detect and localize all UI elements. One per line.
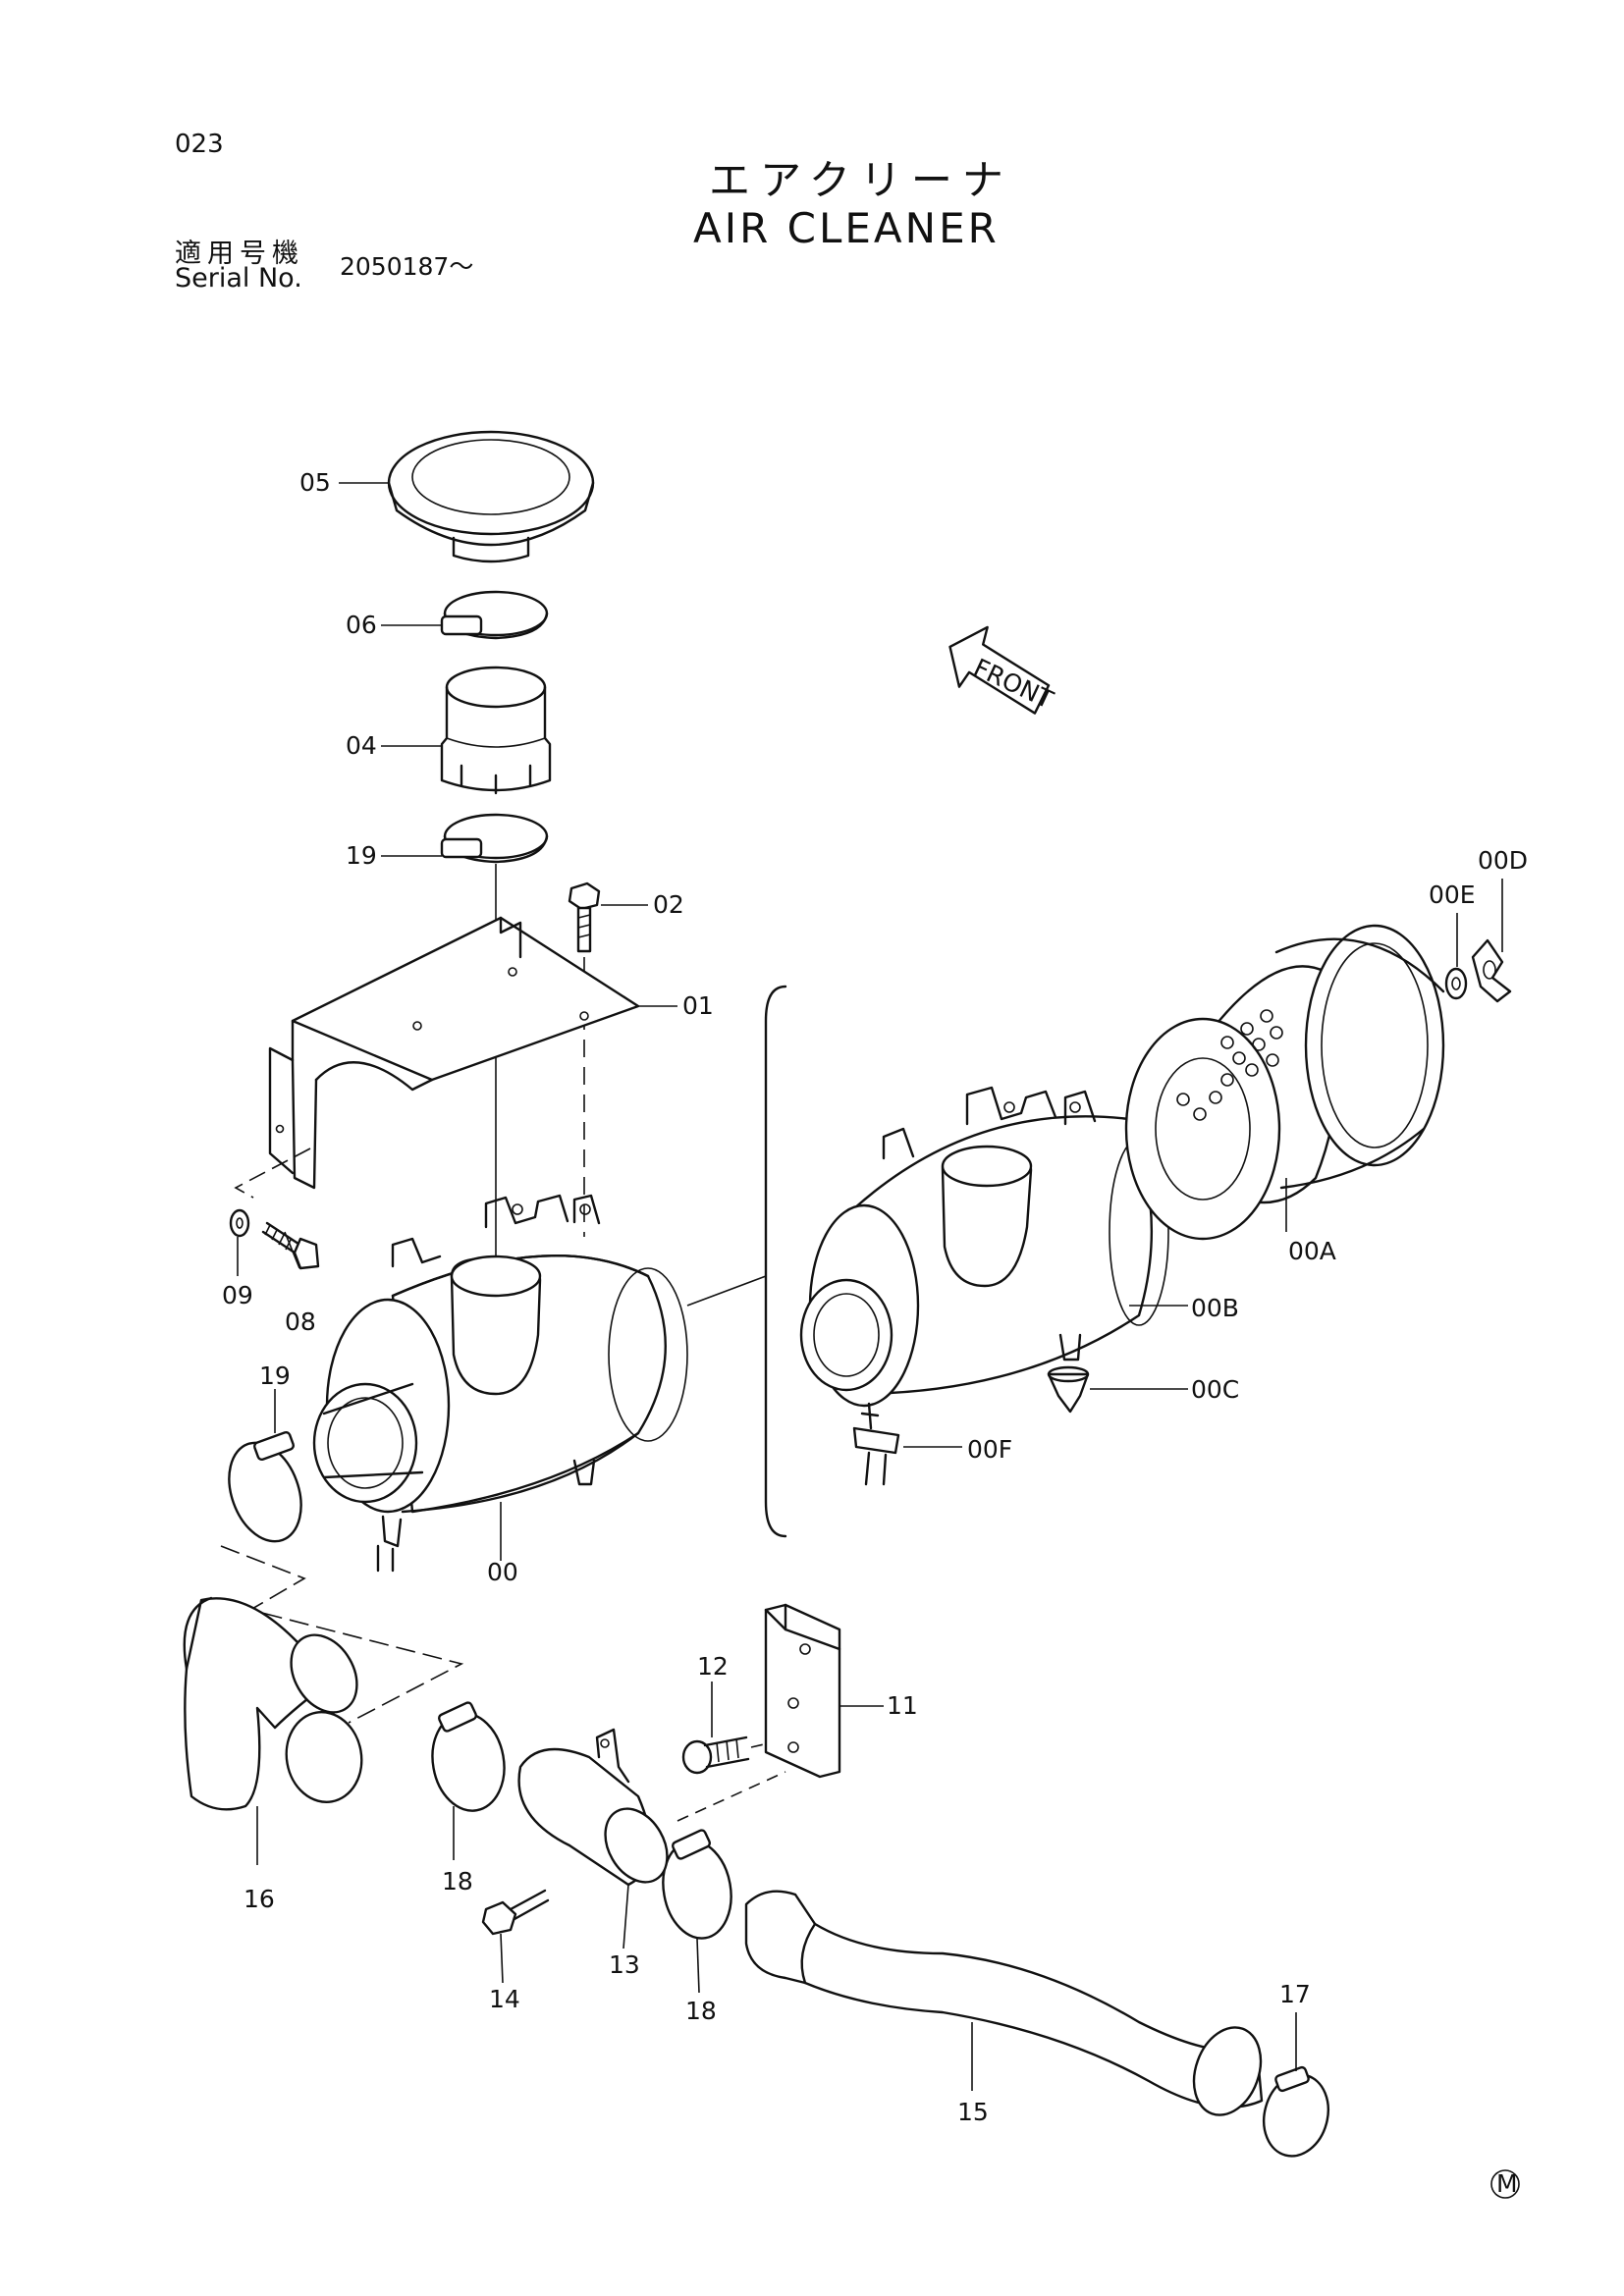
callout-18-left: 18 — [442, 1867, 473, 1896]
callout-13: 13 — [609, 1950, 640, 1979]
callout-00e: 00E — [1429, 881, 1476, 909]
callout-16: 16 — [244, 1885, 275, 1913]
part-09-washer — [229, 1208, 250, 1238]
callout-18-right: 18 — [685, 1997, 717, 2025]
part-01-bracket — [268, 916, 640, 1190]
part-00-air-cleaner — [312, 1194, 688, 1573]
serial-label-japanese: 適用号機 — [175, 239, 304, 269]
m-mark-icon: M — [1490, 2169, 1520, 2199]
front-arrow-icon: FRONT — [948, 625, 1058, 715]
part-13-pipe — [517, 1728, 669, 1887]
callout-19-upper: 19 — [346, 841, 377, 870]
callout-06: 06 — [346, 611, 377, 639]
callout-12: 12 — [697, 1652, 729, 1681]
part-19-lower-clamp — [228, 1430, 302, 1543]
part-00a-filter-element — [1124, 924, 1445, 1241]
callout-05: 05 — [299, 468, 331, 497]
part-14-bolt — [481, 1889, 550, 1936]
part-00b-body — [799, 1086, 1169, 1408]
serial-value: 2050187～ — [340, 252, 474, 281]
callout-08: 08 — [285, 1308, 316, 1336]
part-06-clamp — [440, 590, 549, 640]
serial-label: Serial No. — [175, 263, 302, 294]
part-00d-wing-nut — [1471, 938, 1512, 1003]
callout-17: 17 — [1279, 1980, 1311, 2008]
part-02-bolt — [568, 881, 601, 1237]
part-12-cap-screw — [677, 1735, 786, 1822]
callout-04: 04 — [346, 731, 377, 760]
callout-00f: 00F — [967, 1435, 1012, 1464]
part-00f-drain — [852, 1402, 900, 1486]
part-00c-valve — [1047, 1365, 1090, 1414]
callout-01: 01 — [682, 991, 714, 1020]
callout-00: 00 — [487, 1558, 518, 1586]
m-mark-label: M — [1496, 2169, 1518, 2198]
page-title: AIR CLEANER — [693, 204, 1000, 252]
callout-00c: 00C — [1191, 1375, 1239, 1404]
callout-14: 14 — [489, 1985, 520, 2013]
part-18-clamp-left — [431, 1701, 506, 1812]
part-15-hose — [744, 1890, 1264, 2116]
part-17-clamp — [1263, 2065, 1329, 2158]
leader-lines — [237, 482, 1503, 2091]
callout-00a: 00A — [1288, 1237, 1336, 1265]
callout-09: 09 — [222, 1281, 253, 1309]
callout-00d: 00D — [1478, 846, 1528, 875]
callout-00b: 00B — [1191, 1294, 1239, 1322]
page-number: 023 — [175, 130, 224, 159]
callout-11: 11 — [887, 1691, 918, 1720]
callout-15: 15 — [957, 2098, 989, 2126]
part-04-adapter — [440, 666, 552, 795]
part-05-cap — [387, 430, 595, 563]
part-00e-washer — [1444, 967, 1468, 1000]
part-11-block — [764, 1603, 841, 1779]
callout-02: 02 — [653, 890, 684, 919]
part-16-elbow-hose — [183, 1596, 363, 1811]
callout-19-lower: 19 — [259, 1362, 291, 1390]
part-18-clamp-right — [662, 1829, 732, 1940]
part-19-upper-clamp — [440, 813, 549, 864]
title-japanese: エアクリーナ — [709, 156, 1013, 204]
